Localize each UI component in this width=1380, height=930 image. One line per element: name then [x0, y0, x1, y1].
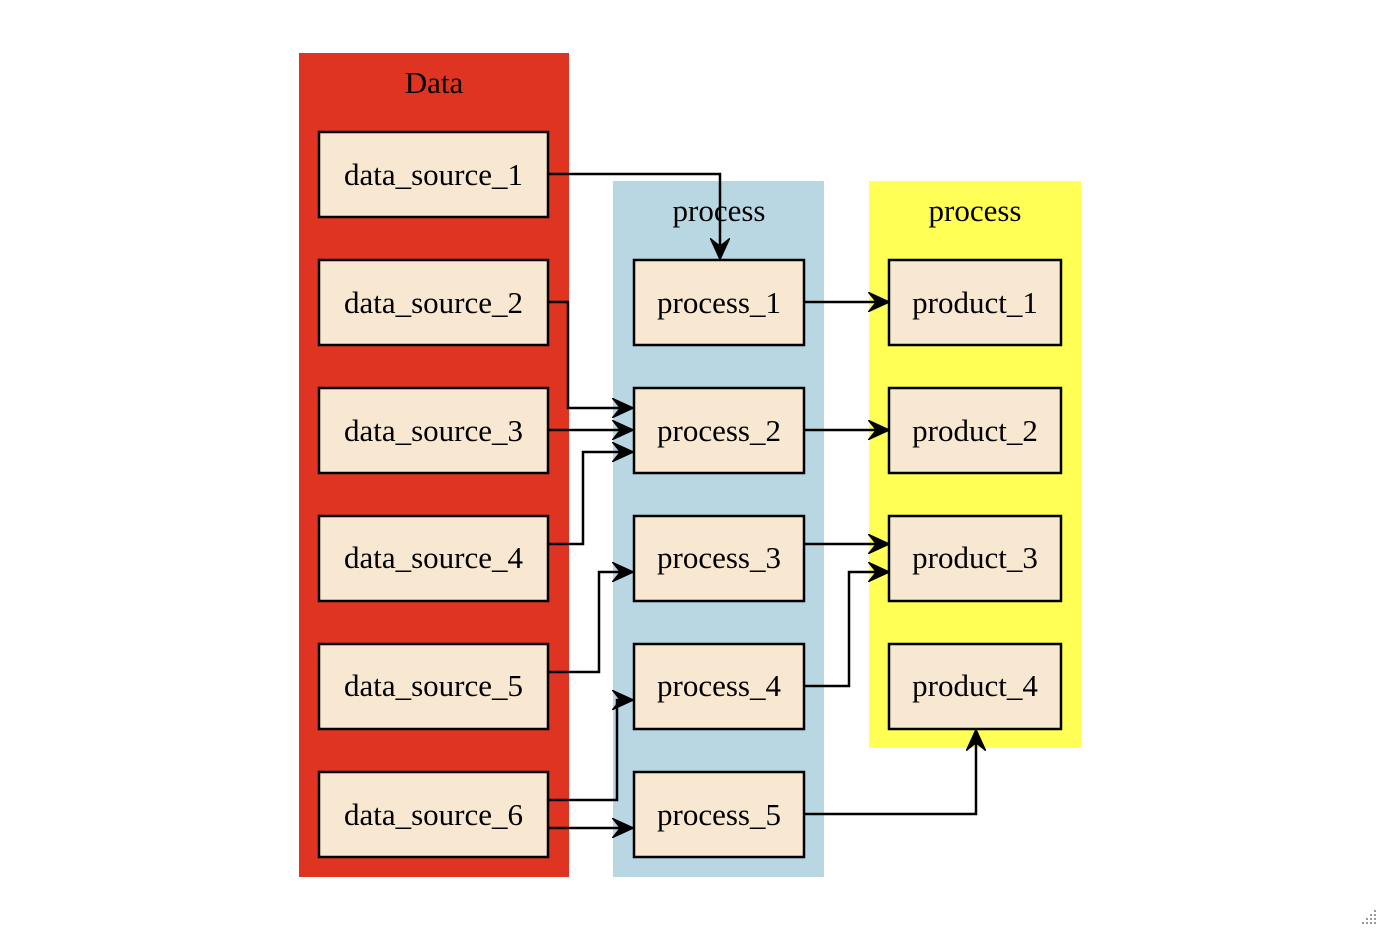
node-label: process_5	[657, 797, 781, 832]
node-process-5[interactable]: process_5	[632, 770, 806, 859]
node-label: process_4	[657, 668, 781, 703]
node-label: product_3	[912, 540, 1038, 575]
node-label: data_source_6	[344, 797, 523, 832]
node-product-4[interactable]: product_4	[887, 642, 1063, 731]
edge-data-source-1-to-process-1	[549, 172, 720, 258]
edges	[549, 172, 976, 828]
node-data-source-1[interactable]: data_source_1	[317, 130, 550, 219]
node-product-3[interactable]: product_3	[887, 514, 1063, 603]
node-label: product_4	[912, 668, 1038, 703]
node-label: data_source_2	[344, 285, 523, 320]
node-data-source-3[interactable]: data_source_3	[317, 386, 550, 475]
edge-data-source-4-to-process-2	[549, 452, 632, 546]
edge-process-5-to-product-4	[804, 731, 976, 816]
node-label: data_source_1	[344, 157, 523, 192]
resize-grip-icon[interactable]	[1356, 906, 1378, 928]
node-label: product_1	[912, 285, 1038, 320]
node-label: product_2	[912, 413, 1038, 448]
cluster-product-label: process	[929, 193, 1022, 228]
node-label: process_2	[657, 413, 781, 448]
edge-data-source-6-to-process-4	[549, 700, 632, 802]
node-data-source-5[interactable]: data_source_5	[317, 642, 550, 731]
node-process-2[interactable]: process_2	[632, 386, 806, 475]
node-data-source-2[interactable]: data_source_2	[317, 258, 550, 347]
node-process-3[interactable]: process_3	[632, 514, 806, 603]
node-label: data_source_5	[344, 668, 523, 703]
node-process-4[interactable]: process_4	[632, 642, 806, 731]
node-label: data_source_3	[344, 413, 523, 448]
node-data-source-4[interactable]: data_source_4	[317, 514, 550, 603]
edge-data-source-2-to-process-2	[549, 300, 632, 408]
node-product-1[interactable]: product_1	[887, 258, 1063, 347]
node-process-1[interactable]: process_1	[632, 258, 806, 347]
node-label: data_source_4	[344, 540, 524, 575]
node-label: process_3	[657, 540, 781, 575]
edge-process-4-to-product-3	[804, 572, 888, 688]
node-product-2[interactable]: product_2	[887, 386, 1063, 475]
node-data-source-6[interactable]: data_source_6	[317, 770, 550, 859]
edge-data-source-5-to-process-3	[549, 572, 632, 674]
cluster-data-label: Data	[405, 65, 464, 100]
node-label: process_1	[657, 285, 781, 320]
